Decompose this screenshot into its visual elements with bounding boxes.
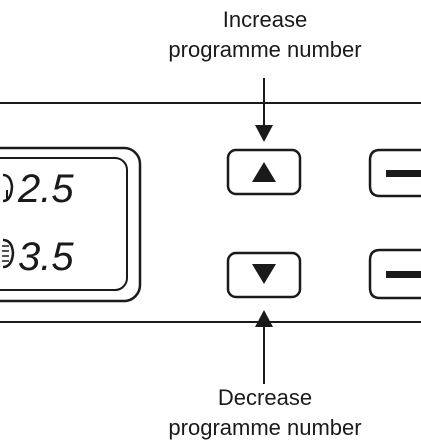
decrease-programme-button[interactable]	[226, 251, 302, 299]
decrease-caption-line2: programme number	[168, 415, 362, 440]
display-symbol-1	[2, 173, 14, 203]
display-value-row2: 3.5	[18, 235, 74, 279]
display-bezel	[0, 146, 142, 303]
increase-caption-line2: programme number	[168, 37, 362, 62]
arrow-down-icon	[252, 264, 276, 284]
increase-caption-line1: Increase	[222, 7, 308, 32]
right-button-top[interactable]	[368, 148, 421, 198]
minus-icon	[386, 170, 421, 177]
decrease-caption: Decrease programme number	[110, 383, 420, 443]
display-symbol-2	[2, 238, 15, 269]
arrow-up-icon	[252, 162, 276, 182]
display-screen	[0, 157, 128, 291]
decrease-pointer-arrow	[255, 310, 273, 384]
decrease-caption-line1: Decrease	[217, 385, 313, 410]
increase-programme-button[interactable]	[226, 148, 302, 196]
lcd-display: 2.5 3.5	[0, 146, 142, 303]
minus-icon	[386, 271, 421, 278]
display-value-row1: 2.5	[17, 167, 74, 211]
right-button-bottom[interactable]	[368, 248, 421, 300]
increase-pointer-arrow	[255, 78, 273, 142]
increase-caption: Increase programme number	[110, 5, 420, 65]
